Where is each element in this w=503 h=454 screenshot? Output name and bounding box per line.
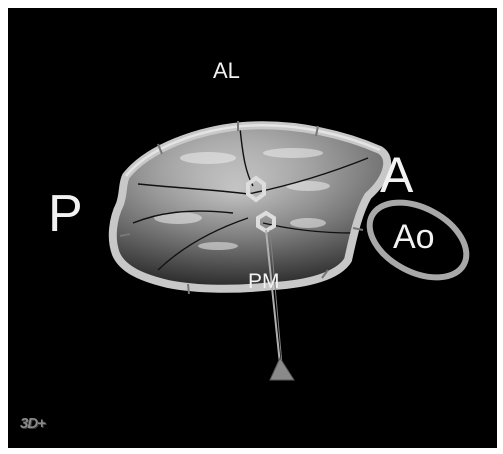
3d-logo: 3D+ <box>20 415 45 432</box>
label-posterior: P <box>48 188 83 240</box>
label-anterior: A <box>380 150 413 200</box>
papillary-muscle-marker <box>270 358 294 380</box>
3d-viewport[interactable]: AL P A Ao PM 3D+ <box>8 8 497 448</box>
label-anterolateral: AL <box>213 60 240 82</box>
label-aorta: Ao <box>393 220 435 254</box>
label-posteromedial: PM <box>248 271 280 292</box>
